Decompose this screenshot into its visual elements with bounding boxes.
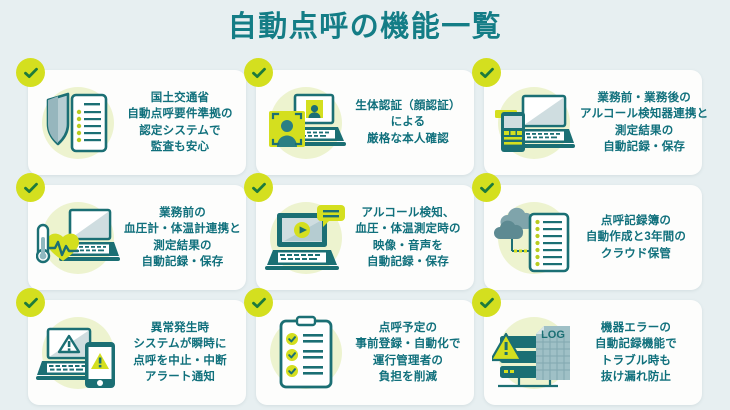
card-line: 血圧計・体温計連携と <box>124 223 241 235</box>
feature-card[interactable]: アルコール検知、 血圧・体温測定時の 映像・音声を 自動記録・保存 <box>244 173 474 290</box>
check-badge <box>244 58 273 87</box>
check-icon <box>251 297 266 308</box>
check-icon <box>251 182 266 193</box>
card-line: 自動記録・保存 <box>603 141 686 153</box>
card-line: 測定結果の <box>614 124 674 137</box>
log-label: LOG <box>541 329 565 341</box>
card-line: 負担を削減 <box>378 371 438 383</box>
check-icon <box>23 67 38 78</box>
check-icon <box>479 67 494 78</box>
card-text: 生体認証（顔認証） による 厳格な本人確認 <box>352 98 468 148</box>
card-line: 自動記録・保存 <box>141 256 224 268</box>
check-badge <box>472 58 501 87</box>
card-line: 異常発生時 <box>150 321 210 334</box>
check-icon <box>23 182 38 193</box>
card-icon <box>488 192 580 284</box>
card-line: 測定結果の <box>153 239 212 252</box>
card-line: 生体認証（顔認証） <box>355 99 461 112</box>
feature-card[interactable]: 点呼予定の 事前登録・自動化で 運行管理者の 負担を削減 <box>244 288 474 405</box>
card-icon: LOG <box>488 307 580 399</box>
check-badge <box>244 173 273 202</box>
check-badge <box>472 173 501 202</box>
card-icon <box>488 77 580 169</box>
card-text: 異常発生時 システムが瞬時に 点呼を中止・中断 アラート通知 <box>124 320 240 386</box>
laptop-phone-alert-icon <box>36 327 115 388</box>
card-line: アラート通知 <box>144 371 216 383</box>
check-icon <box>23 297 38 308</box>
card-line: 厳格な本人確認 <box>367 132 449 145</box>
card-icon <box>260 77 352 169</box>
card-line: 点呼予定の <box>378 321 438 334</box>
card-line: 業務前の <box>159 206 206 219</box>
card-line: 運行管理者の <box>372 354 444 367</box>
feature-card-grid: 国土交通省 自動点呼要件準拠の 認定システムで 監査も安心 <box>16 58 708 405</box>
check-badge <box>472 288 501 317</box>
card-line: トラブル時も <box>600 354 672 367</box>
feature-card[interactable]: 国土交通省 自動点呼要件準拠の 認定システムで 監査も安心 <box>16 58 246 175</box>
card-line: 抜け漏れ防止 <box>600 371 672 383</box>
feature-card[interactable]: LOG 機器エラーの 自動記録機能で トラブル時も 抜け漏れ防止 <box>472 288 702 405</box>
check-badge <box>244 288 273 317</box>
card-icon <box>260 192 352 284</box>
card-line: 事前登録・自動化で <box>355 338 461 350</box>
card-icon <box>32 192 124 284</box>
card-line: 血圧・体温測定時の <box>355 223 461 235</box>
card-line: システムが瞬時に <box>133 338 227 350</box>
clipboard-checklist-icon <box>279 315 333 388</box>
check-badge <box>16 58 45 87</box>
cloud-document-icon <box>494 207 570 272</box>
check-badge <box>16 288 45 317</box>
alcohol-detector-laptop-icon <box>495 94 575 152</box>
check-badge <box>16 173 45 202</box>
card-line: 点呼記録簿の <box>600 214 672 227</box>
shield-document-icon <box>46 92 108 152</box>
card-line: 認定システムで <box>139 124 221 137</box>
card-line: 自動記録機能で <box>595 338 677 350</box>
card-line: による <box>390 116 426 129</box>
card-text: 業務前の 血圧計・体温計連携と 測定結果の 自動記録・保存 <box>124 205 245 271</box>
card-text: 点呼予定の 事前登録・自動化で 運行管理者の 負担を削減 <box>352 320 468 386</box>
card-icon <box>32 77 124 169</box>
card-text: 機器エラーの 自動記録機能で トラブル時も 抜け漏れ防止 <box>580 320 696 386</box>
card-line: 業務前・業務後の <box>597 91 691 104</box>
card-line: 映像・音声を <box>372 239 444 252</box>
laptop-video-record-icon <box>265 204 345 270</box>
card-line: アルコール検知、 <box>361 206 455 219</box>
card-line: 自動作成と3年間の <box>585 231 687 244</box>
card-text: 業務前・業務後の アルコール検知器連携と 測定結果の 自動記録・保存 <box>580 90 712 156</box>
feature-card[interactable]: 業務前の 血圧計・体温計連携と 測定結果の 自動記録・保存 <box>16 173 246 290</box>
card-line: 点呼を中止・中断 <box>133 354 227 367</box>
face-recognition-laptop-icon <box>269 93 346 147</box>
feature-card[interactable]: 点呼記録簿の 自動作成と3年間の クラウド保管 <box>472 173 702 290</box>
server-log-alert-icon: LOG <box>492 325 570 387</box>
card-line: クラウド保管 <box>600 247 672 260</box>
feature-card[interactable]: 異常発生時 システムが瞬時に 点呼を中止・中断 アラート通知 <box>16 288 246 405</box>
card-line: 自動点呼要件準拠の <box>127 108 233 120</box>
feature-card[interactable]: 生体認証（顔認証） による 厳格な本人確認 <box>244 58 474 175</box>
card-line: 機器エラーの <box>600 321 672 334</box>
card-icon <box>260 307 352 399</box>
thermometer-heart-laptop-icon <box>36 208 120 263</box>
check-icon <box>479 297 494 308</box>
feature-card[interactable]: 業務前・業務後の アルコール検知器連携と 測定結果の 自動記録・保存 <box>472 58 708 175</box>
card-line: アルコール検知器連携と <box>580 108 709 120</box>
page-title: 自動点呼の機能一覧 <box>227 11 503 43</box>
card-line: 監査も安心 <box>150 141 210 153</box>
card-text: 国土交通省 自動点呼要件準拠の 認定システムで 監査も安心 <box>124 90 240 156</box>
card-line: 自動記録・保存 <box>367 256 449 268</box>
card-icon <box>32 307 124 399</box>
card-text: 点呼記録簿の 自動作成と3年間の クラウド保管 <box>580 213 696 263</box>
card-text: アルコール検知、 血圧・体温測定時の 映像・音声を 自動記録・保存 <box>352 205 468 271</box>
check-icon <box>251 67 266 78</box>
card-line: 国土交通省 <box>150 91 210 104</box>
check-icon <box>479 182 494 193</box>
